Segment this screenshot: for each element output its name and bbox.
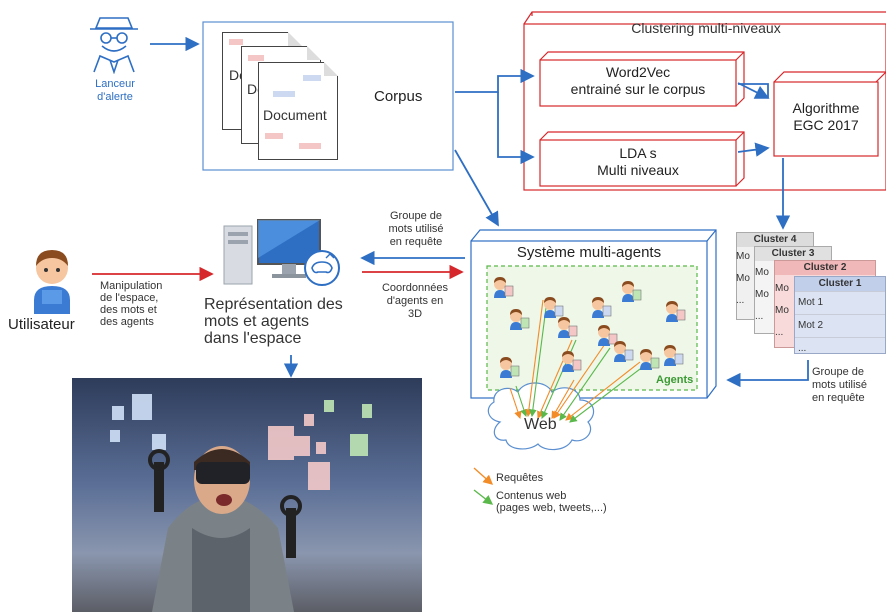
agent-icon: [508, 308, 530, 332]
whistleblower-icon: [86, 14, 142, 75]
word2vec-box: [539, 51, 745, 107]
legend-requests-arrow: [473, 467, 494, 485]
cluster-card: Cluster 1 Mot 1 Mot 2 ...: [794, 276, 886, 354]
user-label: Utilisateur: [8, 316, 75, 333]
whistleblower-label: Lanceur d'alerte: [95, 78, 135, 103]
agent-icon: [638, 348, 660, 372]
cluster-partial-rows: Mo Mo ...: [755, 267, 769, 322]
vr-user-photo: [72, 378, 422, 612]
legend-contents-label: Contenus web (pages web, tweets,...): [496, 490, 607, 514]
document-icon: Document: [258, 62, 338, 160]
agent-icon: [498, 356, 520, 380]
web-label: Web: [524, 416, 557, 433]
cluster-partial-rows: Mo Mo ...: [775, 283, 789, 338]
arrow-corpus-lda: [497, 92, 535, 165]
query-group-label: Groupe de mots utilisé en requête: [388, 210, 444, 248]
agent-icon: [596, 324, 618, 348]
user-avatar-icon: [22, 240, 82, 314]
clustering-title: Clustering multi-niveaux: [631, 20, 781, 36]
agents-label: Agents: [656, 374, 694, 386]
request-lines: [509, 299, 645, 423]
cluster-title: Cluster 3: [755, 247, 831, 261]
mas-title: Système multi-agents: [516, 244, 662, 261]
arrow-word2vec-algo-head: [737, 82, 770, 99]
cluster-title: Cluster 2: [775, 261, 875, 275]
cluster-row: ...: [795, 337, 885, 360]
cluster-title: Cluster 1: [795, 277, 885, 291]
agent-icon: [590, 296, 612, 320]
arrow-lda-algo: [737, 142, 770, 157]
legend-requests-label: Requêtes: [496, 472, 544, 484]
coordinates-label: Coordonnées d'agents en 3D: [381, 282, 449, 320]
lda-label: LDA s Multi niveaux: [597, 145, 679, 178]
agent-icon: [492, 276, 514, 300]
document-label: Document: [263, 107, 327, 123]
agent-icon: [560, 350, 582, 374]
representation-label: Représentation des mots et agents dans l…: [204, 296, 343, 347]
cluster-partial-rows: Mo Mo ...: [736, 251, 750, 306]
agent-icon: [556, 316, 578, 340]
agent-icon: [612, 340, 634, 364]
agent-icon: [542, 296, 564, 320]
algorithm-label: Algorithme EGC 2017: [792, 100, 860, 133]
algorithm-box: [773, 71, 886, 157]
arrow-corpus-mas: [454, 149, 499, 227]
agent-icon: [662, 344, 684, 368]
word2vec-label: Word2Vec entrainé sur le corpus: [570, 64, 706, 97]
query-group-label: Groupe de mots utilisé en requête: [812, 366, 868, 404]
cluster-row: Mot 1: [795, 291, 885, 314]
manipulation-label: Manipulation de l'espace, des mots et de…: [100, 280, 163, 328]
cluster-row: Mot 2: [795, 314, 885, 337]
agent-icon: [620, 280, 642, 304]
arrow-corpus-word2vec: [455, 68, 535, 93]
legend-contents-arrow: [473, 489, 494, 505]
arrow-clusters-mas: [726, 360, 809, 388]
agent-icon: [664, 300, 686, 324]
lda-box: [539, 131, 745, 187]
cluster-title: Cluster 4: [737, 233, 813, 247]
corpus-label: Corpus: [374, 88, 423, 105]
computer-icon: [222, 218, 342, 292]
